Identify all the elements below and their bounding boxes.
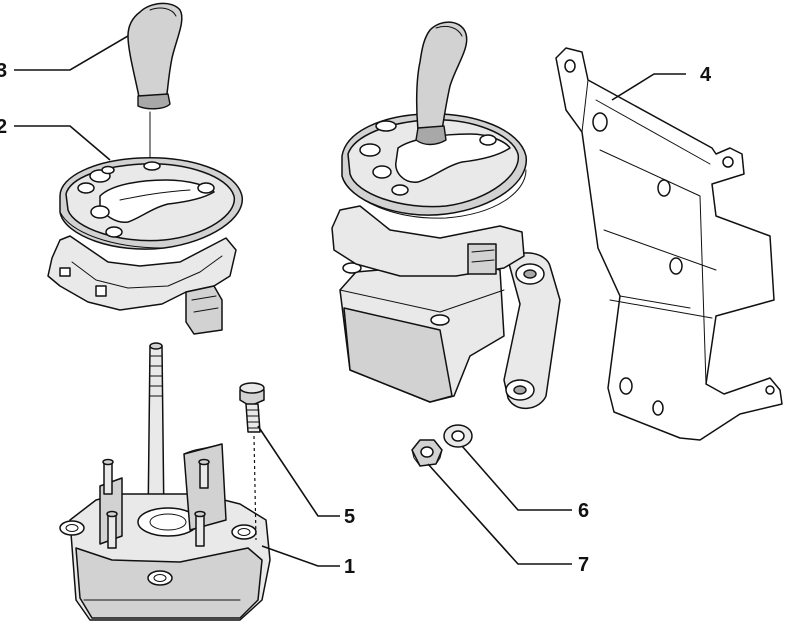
- callout-6: 6: [578, 500, 589, 522]
- part-2-selector-cover: [47, 157, 243, 335]
- leader-lines: [14, 35, 686, 567]
- part-1-base-housing: [59, 342, 271, 621]
- callout-5: 5: [344, 506, 355, 528]
- callout-3: 3: [0, 60, 7, 82]
- callout-7: 7: [578, 554, 589, 576]
- callout-1: 1: [344, 556, 355, 578]
- part-5-bolt: [239, 382, 265, 541]
- part-7-nut: [411, 439, 443, 467]
- part-6-washer: [443, 424, 473, 448]
- assembled-selector-unit: [331, 21, 561, 409]
- callouts: 3 2 4 5 1 6 7: [0, 60, 712, 578]
- part-3-gear-knob: [127, 2, 183, 173]
- part-4-mounting-bracket: [555, 47, 783, 441]
- callout-4: 4: [700, 64, 712, 86]
- callout-2: 2: [0, 116, 7, 138]
